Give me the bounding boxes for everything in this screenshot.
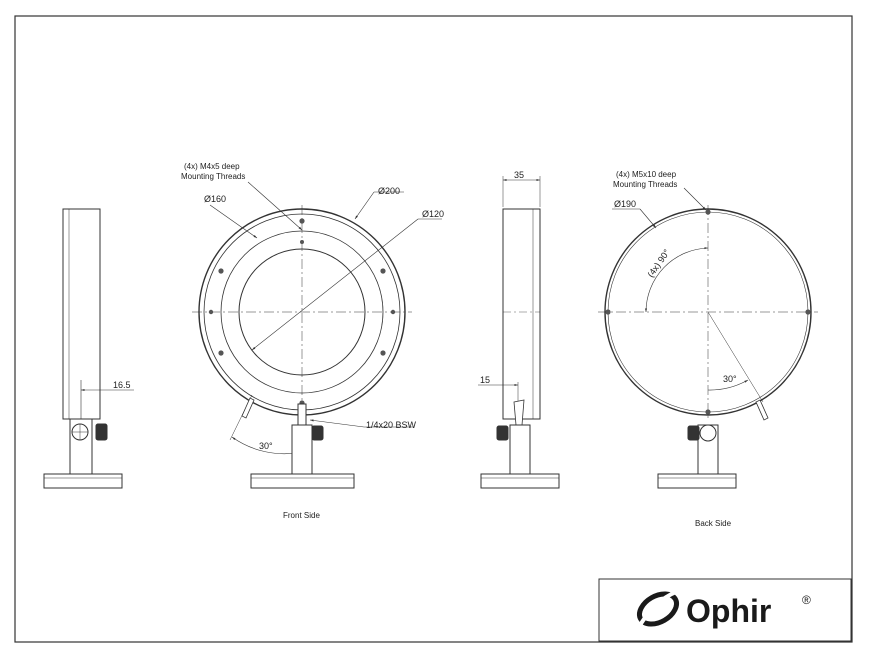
back-mount-holes: [605, 209, 811, 415]
dia-160-label: Ø160: [204, 194, 226, 204]
back-threads-label-line2: Mounting Threads: [613, 180, 677, 189]
left-side-view: [43, 208, 134, 489]
title-block: [598, 578, 852, 642]
dim-16-5-label: 16.5: [113, 380, 131, 390]
ophir-logo-text: Ophir: [686, 593, 771, 629]
back-side-caption: Back Side: [695, 519, 732, 528]
front-threads-label-line2: Mounting Threads: [181, 172, 245, 181]
dia-200-label: Ø200: [378, 186, 400, 196]
dia-120-label: Ø120: [422, 209, 444, 219]
ophir-registered-mark: ®: [802, 593, 811, 607]
front-view: [192, 181, 442, 489]
back-threads-label-line1: (4x) M5x10 deep: [616, 170, 677, 179]
front-side-caption: Front Side: [283, 511, 320, 520]
back-view: [598, 187, 818, 489]
right-side-view: [478, 176, 560, 489]
dim-35-label: 35: [514, 170, 524, 180]
dia-190-label: Ø190: [614, 199, 636, 209]
back-angle-30-label: 30°: [723, 374, 737, 384]
front-threads-label-line1: (4x) M4x5 deep: [184, 162, 240, 171]
drawing-frame: [14, 15, 853, 643]
ophir-logo-mark: [637, 590, 679, 627]
front-angle-label: 30°: [259, 441, 273, 451]
dim-15-label: 15: [480, 375, 490, 385]
bsw-label: 1/4x20 BSW: [366, 420, 417, 430]
